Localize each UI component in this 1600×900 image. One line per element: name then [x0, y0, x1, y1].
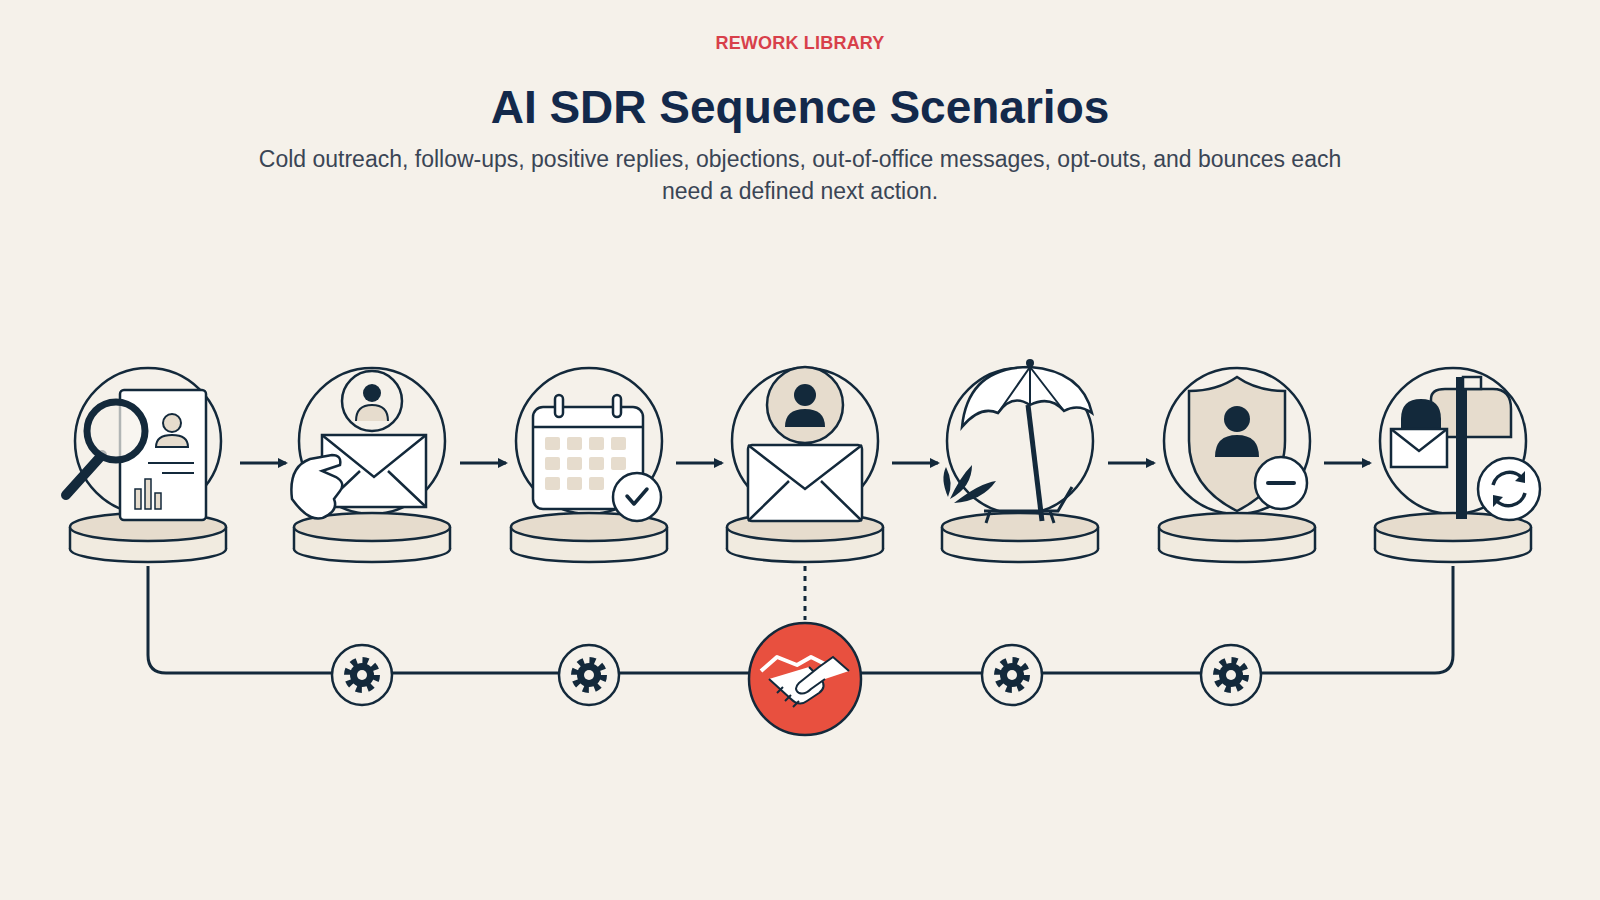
calendar-icon: [511, 368, 667, 562]
bounce-icon: [1375, 368, 1540, 562]
dashed-link: [804, 566, 807, 620]
research-icon: [66, 368, 226, 562]
out-of-office-icon: [942, 359, 1098, 562]
subtitle-text: Cold outreach, follow-ups, positive repl…: [250, 143, 1350, 207]
page-title: AI SDR Sequence Scenarios: [0, 80, 1600, 134]
reply-icon: [727, 367, 883, 562]
eyebrow-label: REWORK LIBRARY: [0, 33, 1600, 54]
handshake-icon: [749, 623, 861, 735]
outreach-icon: [291, 368, 450, 562]
opt-out-icon: [1159, 368, 1315, 562]
